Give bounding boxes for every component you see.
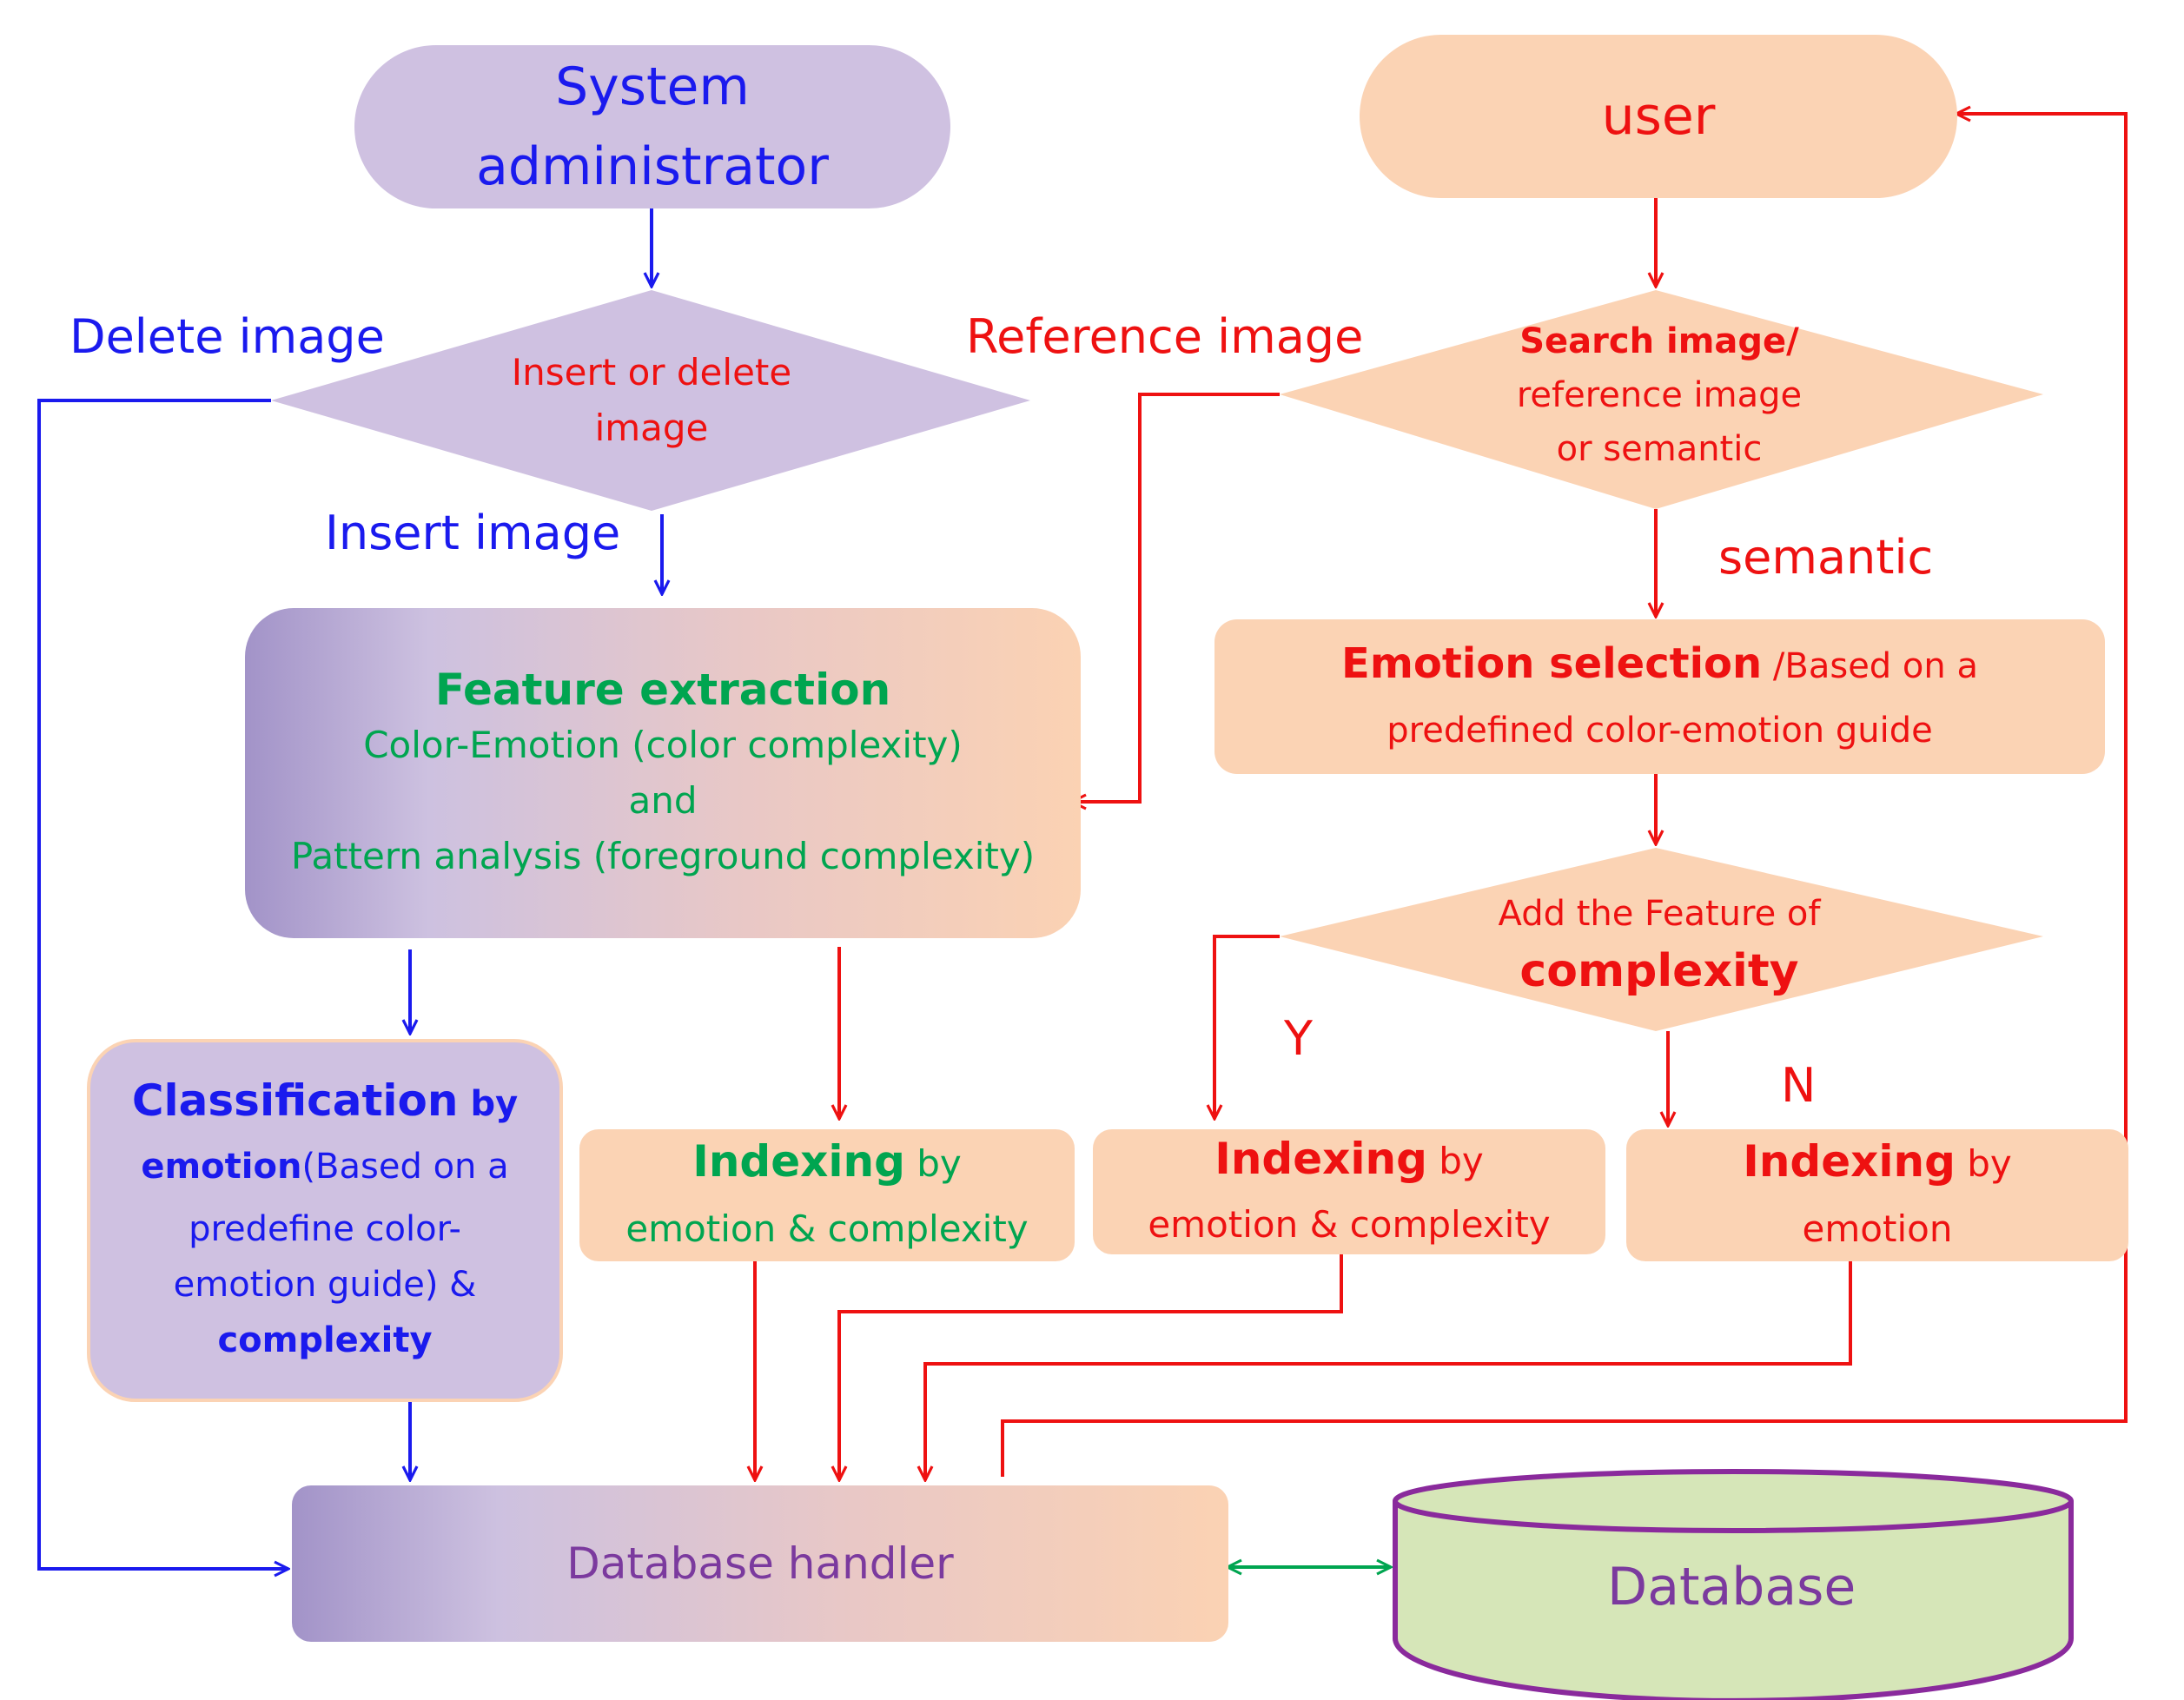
index-y-line2: emotion & complexity bbox=[1148, 1203, 1551, 1246]
label-n: N bbox=[1781, 1058, 1817, 1113]
label-semantic: semantic bbox=[1718, 530, 1934, 585]
classification-bold3: complexity bbox=[217, 1320, 433, 1360]
index-admin-by: by bbox=[904, 1142, 962, 1185]
decision-user-line1: Search image/ bbox=[1519, 321, 1799, 361]
arrow-handler-to-user bbox=[1001, 114, 2128, 1477]
db-handler-label: Database handler bbox=[566, 1538, 954, 1589]
index-n-line1: Indexing by bbox=[1743, 1133, 2012, 1201]
arrow-index-n-to-handler bbox=[925, 1261, 1852, 1480]
arrow-y-to-index bbox=[1214, 935, 1280, 1119]
admin-line2: administrator bbox=[476, 136, 829, 197]
database-label: Database bbox=[1607, 1557, 1856, 1617]
label-delete-image: Delete image bbox=[69, 309, 385, 364]
label-y: Y bbox=[1284, 1011, 1313, 1066]
decision-complexity-line1: Add the Feature of bbox=[1498, 894, 1821, 934]
decision-admin-line2: image bbox=[594, 407, 709, 449]
classification-line4: emotion guide) & bbox=[173, 1265, 477, 1305]
classification-bold2: emotion bbox=[141, 1147, 302, 1187]
arrow-delete-to-handler bbox=[37, 399, 288, 1569]
index-admin-line2: emotion & complexity bbox=[625, 1207, 1029, 1250]
arrow-index-y-to-handler bbox=[839, 1253, 1343, 1480]
database-handler-box: Database handler bbox=[292, 1485, 1228, 1642]
decision-insert-delete: Insert or delete image bbox=[452, 343, 851, 458]
index-n-bold: Indexing bbox=[1743, 1136, 1956, 1187]
user-label: user bbox=[1601, 86, 1716, 147]
emotion-bold: Emotion selection bbox=[1341, 638, 1763, 688]
decision-search-shape bbox=[1280, 290, 2043, 509]
decision-complexity-line2: complexity bbox=[1519, 945, 1799, 997]
index-n-by: by bbox=[1955, 1142, 2012, 1185]
classification-line3: predefine color- bbox=[189, 1209, 461, 1249]
feature-title: Feature extraction bbox=[434, 665, 891, 715]
classification-line1: Classification by bbox=[132, 1073, 518, 1139]
emotion-line2: predefined color-emotion guide bbox=[1387, 710, 1933, 751]
decision-user-line3: or semantic bbox=[1556, 429, 1763, 469]
database-cylinder-shape bbox=[1393, 1469, 2074, 1700]
feature-line2: and bbox=[628, 779, 698, 822]
index-n-line2: emotion bbox=[1802, 1207, 1953, 1250]
decision-complexity: Add the Feature of complexity bbox=[1425, 888, 1894, 997]
label-insert-image: Insert image bbox=[325, 506, 621, 560]
feature-line1: Color-Emotion (color complexity) bbox=[363, 724, 963, 766]
index-y-bold: Indexing bbox=[1214, 1134, 1427, 1184]
feature-extraction-box: Feature extraction Color-Emotion (color … bbox=[245, 608, 1081, 938]
classification-rest2: (Based on a bbox=[301, 1147, 509, 1187]
decision-complexity-shape bbox=[1280, 848, 2043, 1031]
admin-line1: System bbox=[555, 56, 750, 117]
index-y-line1: Indexing by bbox=[1214, 1131, 1484, 1197]
label-reference-image: Reference image bbox=[966, 309, 1364, 364]
emotion-selection-box: Emotion selection /Based on a predefined… bbox=[1214, 619, 2105, 774]
classification-box: Classification by emotion(Based on a pre… bbox=[87, 1039, 563, 1402]
decision-user-line2: reference image bbox=[1516, 375, 1803, 415]
emotion-line1: Emotion selection /Based on a bbox=[1341, 635, 1978, 702]
system-administrator-terminator: System administrator bbox=[354, 45, 950, 208]
index-y-by: by bbox=[1426, 1140, 1484, 1182]
classification-bold1: Classification bbox=[131, 1075, 459, 1126]
indexing-y-box: Indexing by emotion & complexity bbox=[1093, 1129, 1605, 1254]
classification-line2: emotion(Based on a bbox=[141, 1139, 508, 1201]
indexing-admin-box: Indexing by emotion & complexity bbox=[579, 1129, 1075, 1261]
user-terminator: user bbox=[1360, 35, 1957, 198]
decision-search: Search image/ reference image or semanti… bbox=[1425, 313, 1894, 478]
feature-line3: Pattern analysis (foreground complexity) bbox=[290, 835, 1036, 877]
decision-insert-delete-shape bbox=[271, 290, 1030, 511]
arrow-reference-to-feature bbox=[1072, 393, 1280, 802]
index-admin-bold: Indexing bbox=[692, 1136, 905, 1187]
emotion-rest1: /Based on a bbox=[1762, 645, 1978, 686]
index-admin-line1: Indexing by bbox=[692, 1133, 962, 1201]
decision-admin-line1: Insert or delete bbox=[511, 351, 792, 394]
classification-by: by bbox=[458, 1084, 519, 1124]
indexing-n-box: Indexing by emotion bbox=[1626, 1129, 2128, 1261]
